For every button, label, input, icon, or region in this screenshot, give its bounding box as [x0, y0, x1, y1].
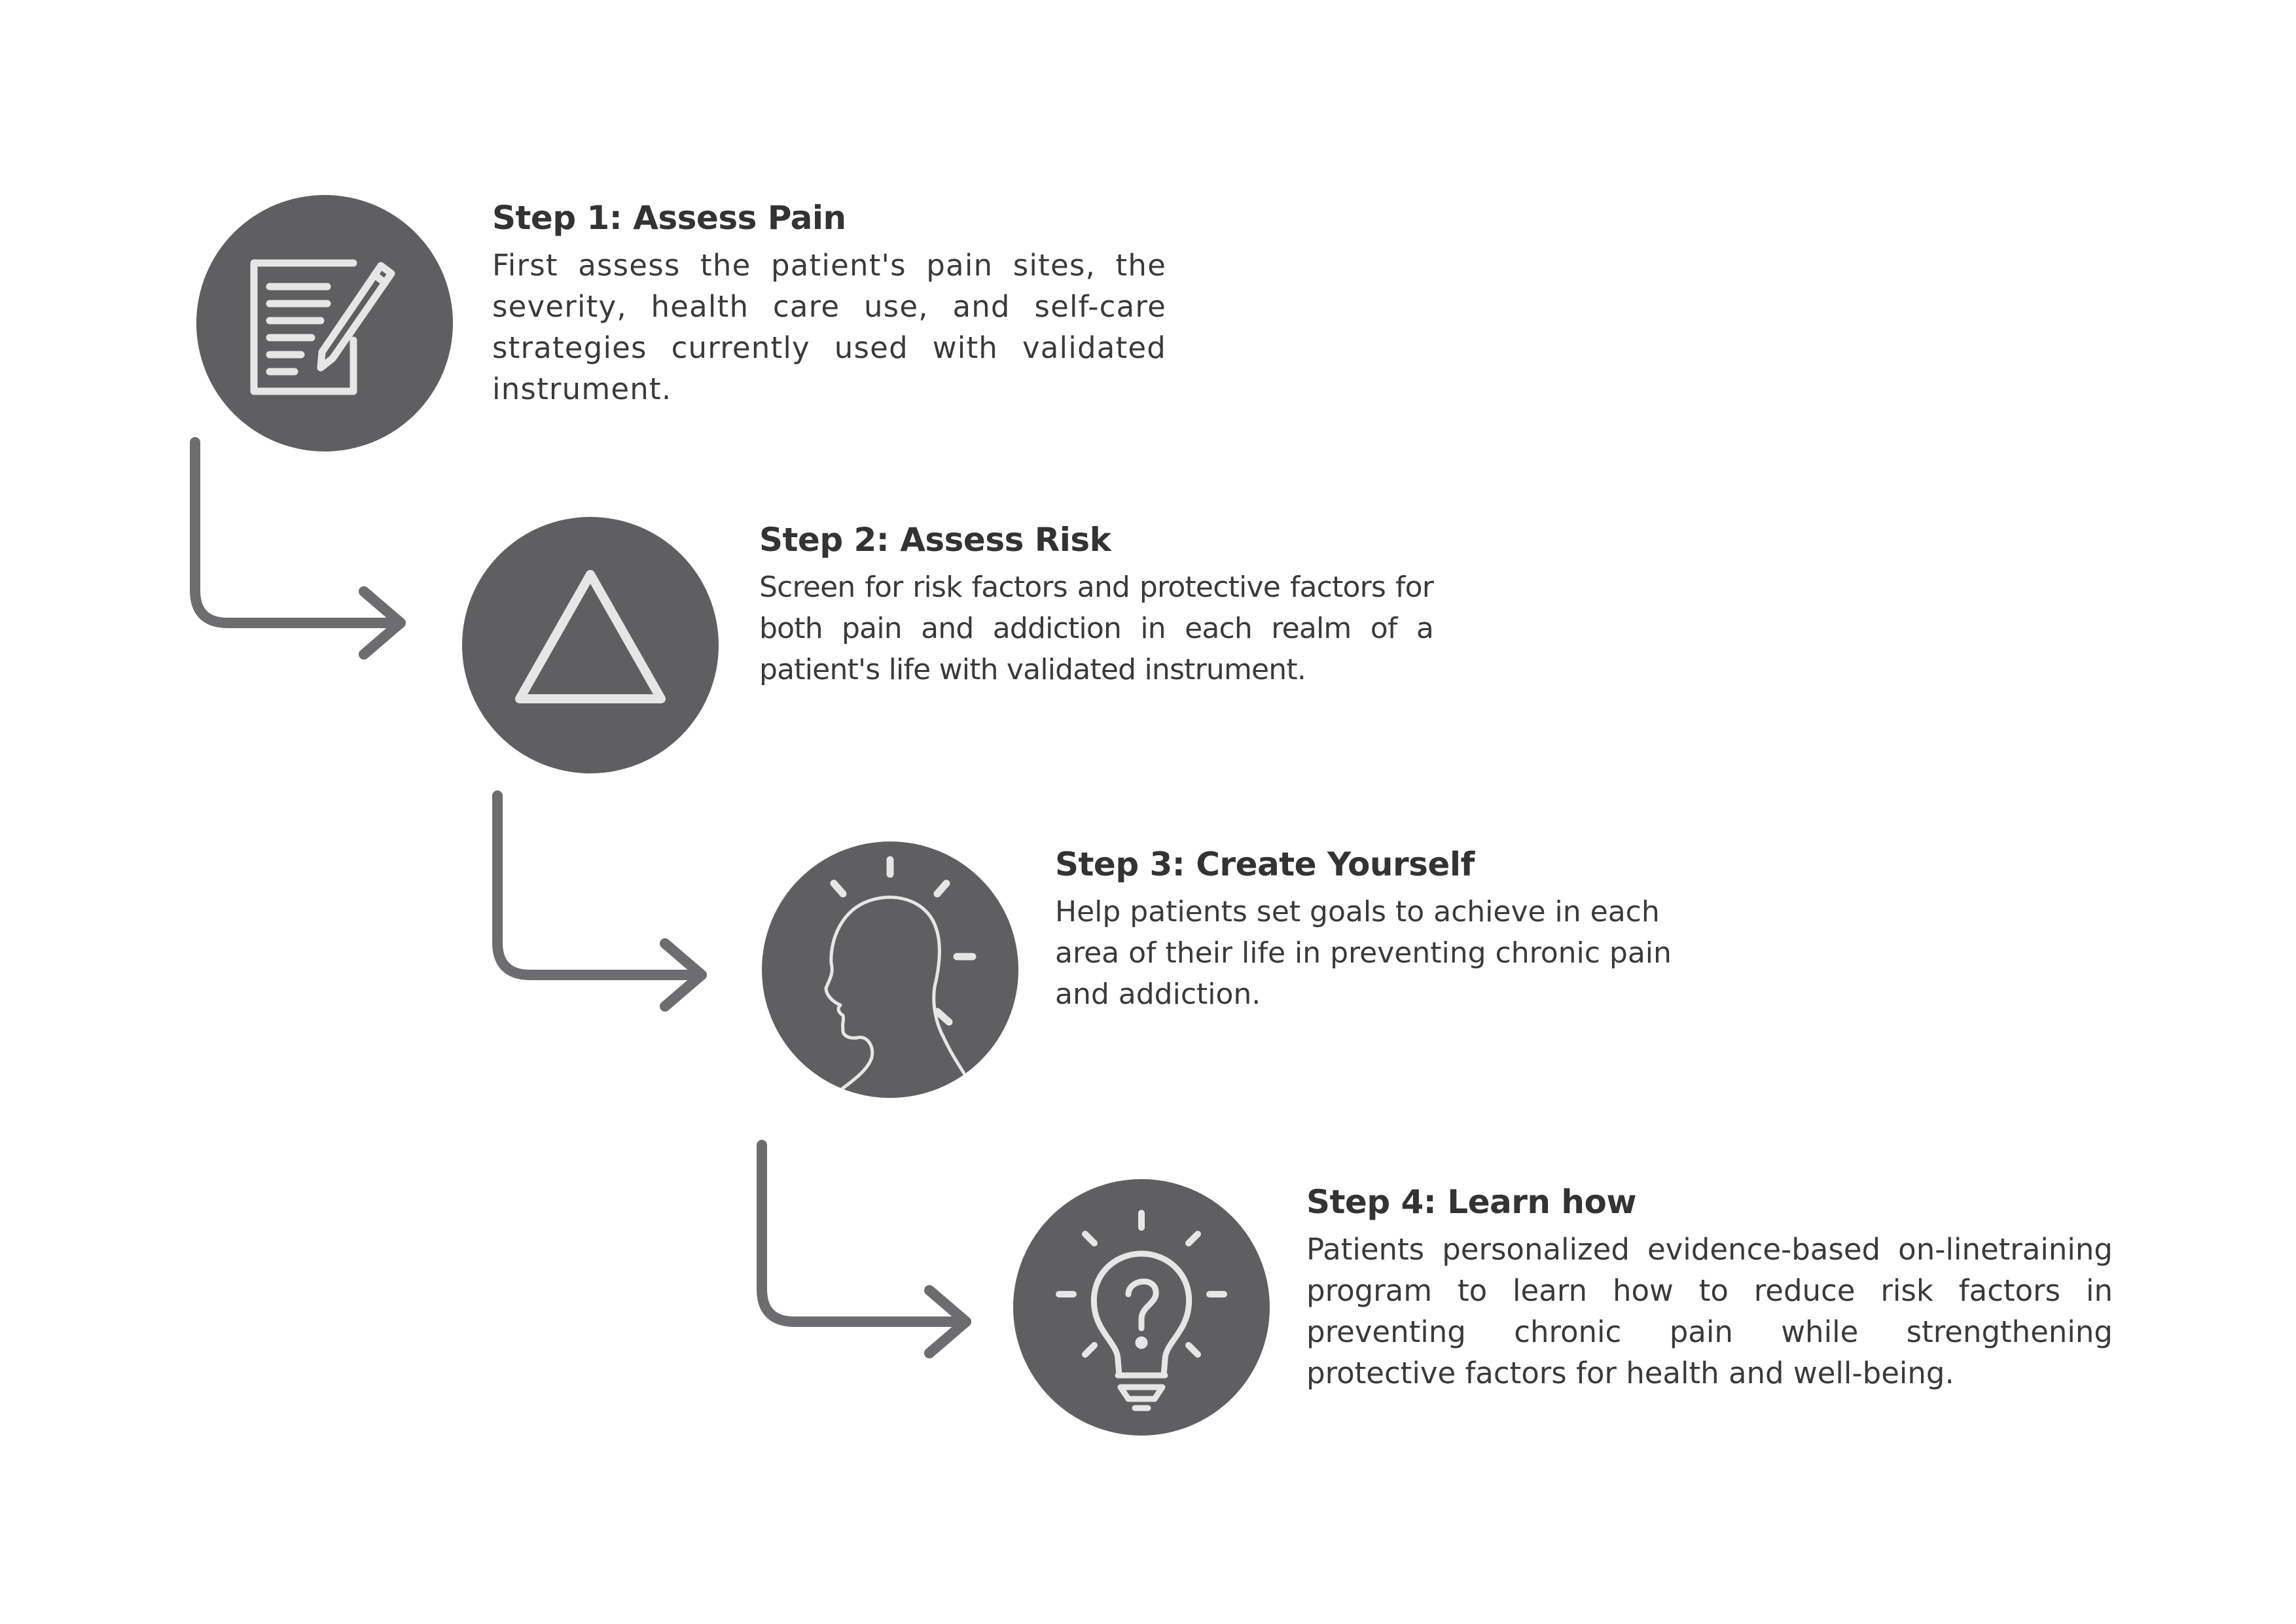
connector-arrowhead-2	[660, 938, 707, 1012]
connector-arrow-3	[757, 1140, 971, 1327]
lightbulb-question-icon	[1056, 1210, 1227, 1411]
step-3-title: Step 3: Create Yourself	[1055, 845, 1475, 883]
step-2-description: Screen for risk factors and protective f…	[759, 571, 1434, 686]
step-2: Step 2: Assess Risk Screen for risk fact…	[759, 518, 1434, 690]
step-1-title: Step 1: Assess Pain	[492, 199, 846, 237]
connector-arrow-2	[492, 790, 707, 980]
step-3: Step 3: Create Yourself Help patients se…	[1055, 843, 1729, 1015]
step-2-title: Step 2: Assess Risk	[759, 521, 1111, 559]
step-3-icon-circle	[762, 841, 1018, 1098]
step-1-description: First assess the patient's pain sites, t…	[492, 248, 1166, 406]
connector-arrow-1	[190, 437, 406, 628]
document-pencil-icon	[250, 259, 395, 395]
step-1-icon-circle	[196, 195, 453, 451]
step-4-icon-circle	[1013, 1179, 1270, 1436]
connector-arrowhead-3	[924, 1285, 971, 1358]
triangle-warning-icon	[515, 570, 666, 703]
step-3-description: Help patients set goals to achieve in ea…	[1055, 895, 1672, 1011]
step-2-icon-circle	[462, 517, 719, 773]
step-4-title: Step 4: Learn how	[1306, 1183, 1637, 1221]
step-1: Step 1: Assess Pain First assess the pat…	[492, 196, 1166, 410]
step-4: Step 4: Learn how Patients personalized …	[1306, 1180, 2113, 1394]
connector-arrowhead-1	[359, 586, 406, 660]
head-idea-icon	[824, 856, 977, 1098]
step-4-description: Patients personalized evidence-based on-…	[1306, 1232, 2113, 1390]
